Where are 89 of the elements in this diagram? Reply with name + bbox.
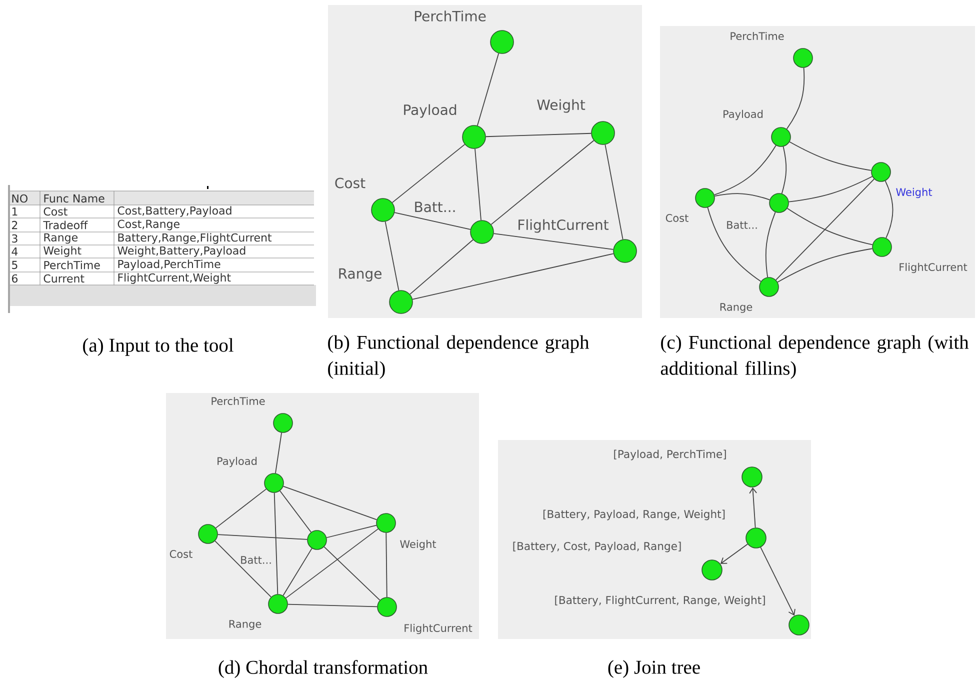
caption: (e) Join tree [608,660,700,678]
node-label: FlightCurrent [516,218,610,234]
table-entry: Current [44,274,84,283]
edge-line [707,207,762,282]
table-entry: 1 [12,208,18,216]
edge-line [789,141,872,171]
arrow [760,546,796,616]
arrow [720,544,748,564]
node-label: Payload [402,103,458,119]
edge-line [386,532,388,598]
edge-line [476,52,500,126]
table-entry: Battery,Range,FlightCurrent [118,233,272,244]
node-label: Cost [333,176,367,190]
edge-line [392,144,466,203]
edge-line [274,492,278,595]
edge-line [786,67,805,130]
node-label: PerchTime [210,396,266,406]
table-entry: Cost,Range [118,220,180,230]
node-label: [Payload, PerchTime] [612,448,728,462]
node-label: [Battery, Cost, Payload, Range] [511,540,683,554]
node-label: FlightCurrent [898,262,968,274]
edge-line [412,253,614,300]
table-header: Func Name [44,194,104,203]
edge-line [490,140,594,225]
table-entry: PerchTime [44,260,100,270]
edge-line [384,221,400,291]
edge-line [788,176,873,202]
caption: (a) Input to the tool [83,338,234,356]
edge-line [485,132,592,138]
table-entry: Tradeoff [43,220,88,230]
caption: (c) Functional dependence graph (with additional fillins) [660,335,969,379]
node-label: Range [227,619,263,631]
table-entry: Weight [44,246,82,257]
edge-line [493,233,614,250]
edge-line [765,212,776,278]
table-header: NO [12,194,28,203]
edge-line [775,178,875,280]
edge-line [394,212,471,230]
edge-line [714,145,776,196]
edge-line [777,248,873,283]
table-entry: Cost [44,207,68,216]
node-label: [Battery, FlightCurrent, Range, Weight] [553,594,767,608]
node-label: Payload [216,456,258,468]
edge-line [287,604,378,608]
edge-line [280,490,312,533]
edge-line [282,548,312,596]
node-label: Payload [722,108,764,122]
table-entry: Weight,Battery,Payload [118,246,246,257]
node-label: Weight [398,538,438,552]
node-label: Weight [894,186,934,200]
caption: (d) Chordal transformation [218,660,428,678]
edge-line [474,148,482,221]
table-entry: FlightCurrent,Weight [118,273,231,284]
node-label: Weight [536,98,586,114]
table-entry: 5 [12,260,18,270]
node-label: PerchTime [728,30,786,42]
node-label: Cost [664,213,690,223]
node-label: FlightCurrent [402,622,474,636]
node-label: Range [336,267,384,283]
edge-line [214,540,272,598]
node-label: [Battery, Payload, Range, Weight] [542,508,726,522]
table-entry: Payload,PerchTime [118,260,220,270]
table-entry: 3 [12,234,18,243]
edge-line [275,432,282,474]
table-entry: Range [44,233,78,244]
node-label: Range [718,302,754,314]
node-label: Batt... [725,220,759,230]
node-label: Batt... [412,200,458,214]
edge-line [714,193,770,200]
table-entry: 4 [12,248,18,256]
edge-line [604,144,624,240]
node-label: PerchTime [412,10,488,22]
table-entry: 6 [12,274,18,283]
edge-line [324,546,380,601]
edge-line [215,488,267,528]
table-entry: 2 [12,220,18,230]
node-label: Cost [168,549,194,559]
edge-line [326,524,377,538]
edge-line [217,534,308,540]
edge-line [285,528,379,598]
edge-line [282,486,378,520]
edge-line [786,208,873,246]
table-entry: Cost,Battery,Payload [118,206,232,217]
node-label: Batt... [239,555,273,565]
edge-line [884,180,894,238]
caption: (b) Functional dependence graph (initial) [328,335,590,379]
edge-line [410,239,474,295]
arrow [749,487,757,528]
edge-line [781,146,787,194]
